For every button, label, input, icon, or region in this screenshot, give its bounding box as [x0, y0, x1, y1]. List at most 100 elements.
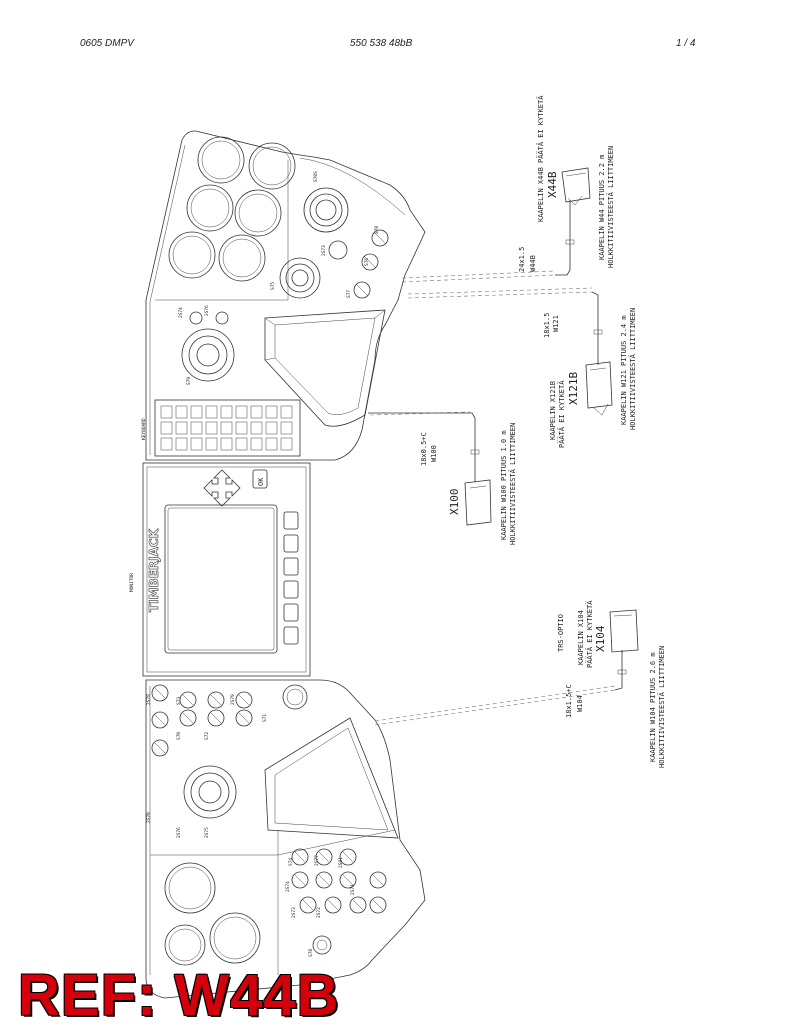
w121-labels: 18x1.5 W121 KAAPELIN X121B PÄÄTÄ EI KYTK… [543, 308, 637, 448]
comp-tag: S77 [346, 290, 352, 298]
rotary-switch [179, 691, 197, 709]
keyboard-key [265, 421, 278, 435]
w100-connector: X100 [448, 489, 461, 516]
lower-armrest-panel: S71 2S78 2S70 2S76 2S75 2S74 2S73 2S72 S… [145, 679, 426, 999]
switch-indicator [327, 899, 339, 911]
w44b-connector: X44B [546, 171, 559, 198]
keyboard-key [250, 421, 263, 435]
ok-label: OK [257, 477, 265, 486]
rotary-switch [291, 848, 309, 866]
w44b-note2: KAAPELIN W44 PITUUS 2.2 m [598, 155, 606, 260]
upper-joystick-main [181, 328, 235, 382]
comp-tag: 2S70 [146, 812, 152, 823]
switch-indicator [154, 742, 166, 754]
cable-w44b [401, 167, 591, 283]
comp-tag: S72 [204, 732, 210, 740]
cable-w104 [374, 609, 639, 726]
switch-indicator [318, 851, 330, 863]
w121-note2: KAAPELIN W121 PITUUS 2.4 m [620, 315, 628, 425]
comp-tag: S74 [288, 858, 294, 866]
keyboard-key [280, 405, 293, 419]
upper-rotary-switches [189, 229, 389, 325]
switch-indicator [294, 874, 306, 886]
lower-gauges [164, 862, 261, 966]
rotary-switch [235, 709, 253, 727]
switch-indicator [154, 687, 166, 699]
rotary-switch [299, 896, 317, 914]
switch-indicator [210, 712, 222, 724]
comp-tag: S71 [262, 714, 268, 722]
switch-indicator [210, 694, 222, 706]
keyboard-key [250, 405, 263, 419]
w44b-spec: 24x1.5 [518, 247, 526, 272]
comp-tag: 2S76 [204, 305, 210, 316]
switch-indicator [294, 851, 306, 863]
comp-tag: 2S74 [285, 881, 291, 892]
switch-indicator [342, 874, 354, 886]
w100-wire: W100 [430, 445, 438, 462]
w121-note3: HOLKKITIIVISTEESTÄ LIITTIMEEN [628, 308, 637, 430]
keyboard-key [280, 437, 293, 451]
reference-stamp: REF: W44B [18, 963, 340, 1028]
rotary-switch [151, 684, 169, 702]
comp-tag: S70S [313, 171, 319, 182]
switch-indicator [182, 712, 194, 724]
w121-note1: KAAPELIN X121B [549, 381, 557, 440]
w104-connector: X104 [594, 625, 607, 652]
keyboard-key [235, 405, 248, 419]
cable-w100 [368, 411, 492, 526]
keyboard-key [190, 421, 203, 435]
w100-note3: HOLKKITIIVISTEESTÄ LIITTIMEEN [508, 423, 517, 545]
w104-wire: W104 [576, 695, 584, 712]
header-center: 550 538 48bB [350, 38, 413, 49]
rotary-switch [151, 711, 169, 729]
rotary-switch [179, 709, 197, 727]
switch-indicator [182, 694, 194, 706]
comp-tag: 2S73 [291, 907, 297, 918]
rotary-switch [207, 709, 225, 727]
rotary-switch [339, 848, 357, 866]
gauge-cluster [168, 136, 296, 282]
keyboard-key [175, 405, 188, 419]
switch-indicator [372, 874, 384, 886]
keyboard-key [175, 437, 188, 451]
w44b-note1: KAAPELIN X44B PÄÄTÄ EI KYTKETÄ [536, 95, 545, 222]
direction-pad-icon [203, 469, 241, 507]
comp-tag: S70 [176, 732, 182, 740]
rotary-switch [151, 739, 169, 757]
rotary-switch [349, 896, 367, 914]
monitor-label: MONITOR [129, 573, 135, 592]
header-page-number: 1 / 4 [676, 38, 696, 49]
switch-indicator [318, 874, 330, 886]
switch-indicator [342, 851, 354, 863]
lower-rotary-switches [151, 684, 387, 914]
comp-tag: 2S78 [146, 694, 152, 705]
switch-indicator [302, 899, 314, 911]
keyboard-key [235, 437, 248, 451]
rotary-switch [235, 691, 253, 709]
switch-indicator [238, 712, 250, 724]
rotary-switch [207, 691, 225, 709]
switch-indicator [352, 899, 364, 911]
ok-button [252, 469, 268, 489]
upper-armrest-panel: KEYBOARD S70S S78 S76 S77 S75 S79 2S74 2… [141, 130, 426, 461]
cable-w121 [407, 287, 613, 416]
comp-tag: 2S81 [338, 857, 344, 868]
rotary-switch [339, 871, 357, 889]
w121-spec: 18x1.5 [543, 313, 551, 338]
rotary-switch [291, 871, 309, 889]
switch-indicator [154, 714, 166, 726]
keyboard-key [265, 437, 278, 451]
w44b-labels: 24x1.5 W44B KAAPELIN X44B PÄÄTÄ EI KYTKE… [518, 95, 615, 272]
lower-handrest [264, 717, 399, 839]
keyboard-key [205, 421, 218, 435]
w104-labels: 18x1.5+C W104 TRS-OPTIO KAAPELIN X104 PÄ… [557, 600, 666, 768]
rotary-switch [369, 896, 387, 914]
rotary-switch [315, 871, 333, 889]
keyboard-key [265, 405, 278, 419]
w104-note2: KAAPELIN W104 PITUUS 2.6 m [649, 652, 657, 762]
comp-tag: S78 [374, 226, 380, 234]
comp-tag: S76 [364, 258, 370, 266]
upper-joystick-mid [279, 257, 321, 299]
w104-note1b: PÄÄTÄ EI KYTKETÄ [585, 600, 594, 668]
